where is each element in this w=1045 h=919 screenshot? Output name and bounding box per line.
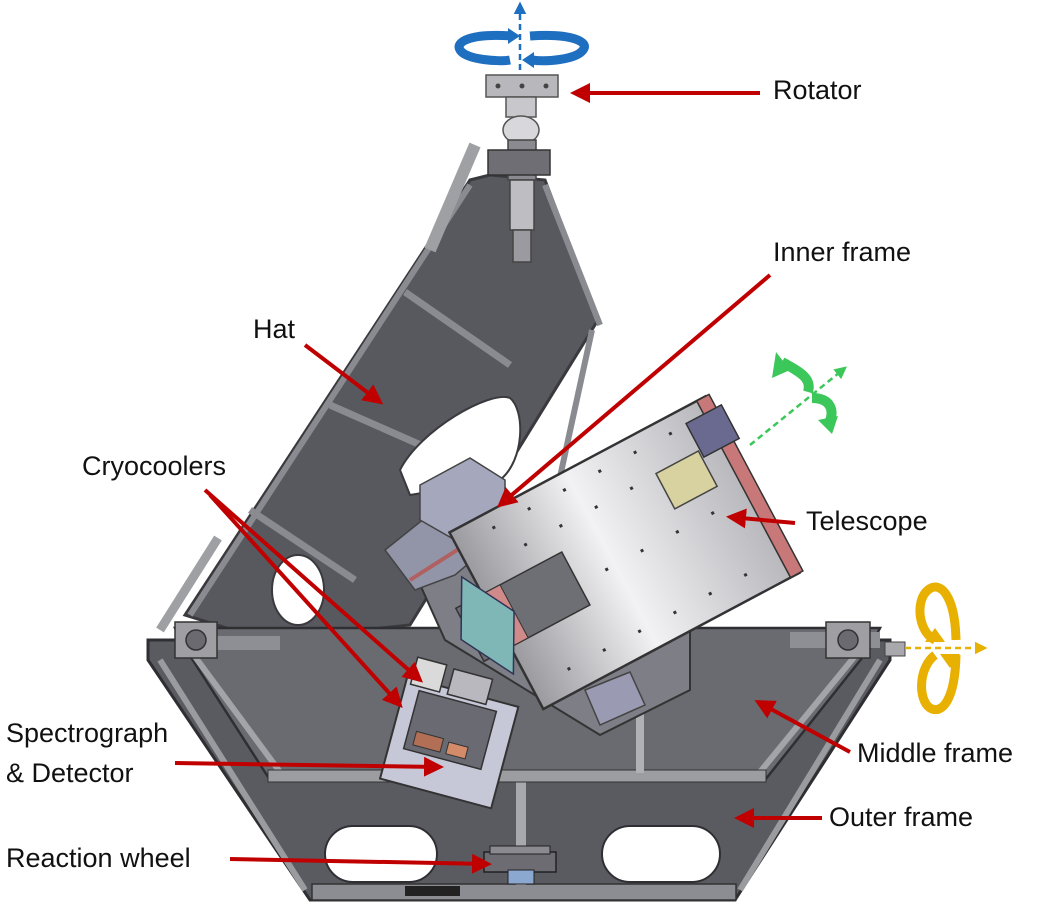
spectrograph-pointer: [174, 756, 444, 777]
outer-frame-label: Outer frame: [829, 802, 974, 832]
reaction-wheel-pointer: [229, 853, 492, 874]
inner-frame-pointer: [496, 273, 772, 508]
inner-frame-label: Inner frame: [773, 237, 912, 267]
elevation-rotation-icon: [905, 582, 988, 715]
spectrograph-label-line1: Spectrograph: [6, 718, 169, 748]
reaction-wheel-label: Reaction wheel: [6, 843, 191, 873]
middle-frame-pointer: [754, 700, 851, 754]
cryocooler-pointer-2: [208, 493, 403, 708]
cryocoolers-label: Cryocoolers: [82, 451, 227, 481]
rotator-assembly: [485, 74, 559, 263]
telescope: [447, 393, 804, 711]
azimuth-rotation-icon: [454, 1, 589, 70]
telescope-rotation-icon: [749, 352, 847, 446]
middle-frame-label: Middle frame: [857, 738, 1014, 768]
rotator-label: Rotator: [773, 75, 862, 105]
telescope-label: Telescope: [806, 506, 928, 536]
hat-label: Hat: [253, 314, 296, 344]
cryocooler-pointer-1: [203, 488, 423, 683]
pointer-arrows: [174, 83, 851, 874]
telescope-pointer: [726, 508, 796, 529]
spectrograph-label-line2: & Detector: [6, 758, 134, 788]
reaction-wheel: [483, 845, 557, 885]
hat-pointer: [303, 343, 384, 405]
